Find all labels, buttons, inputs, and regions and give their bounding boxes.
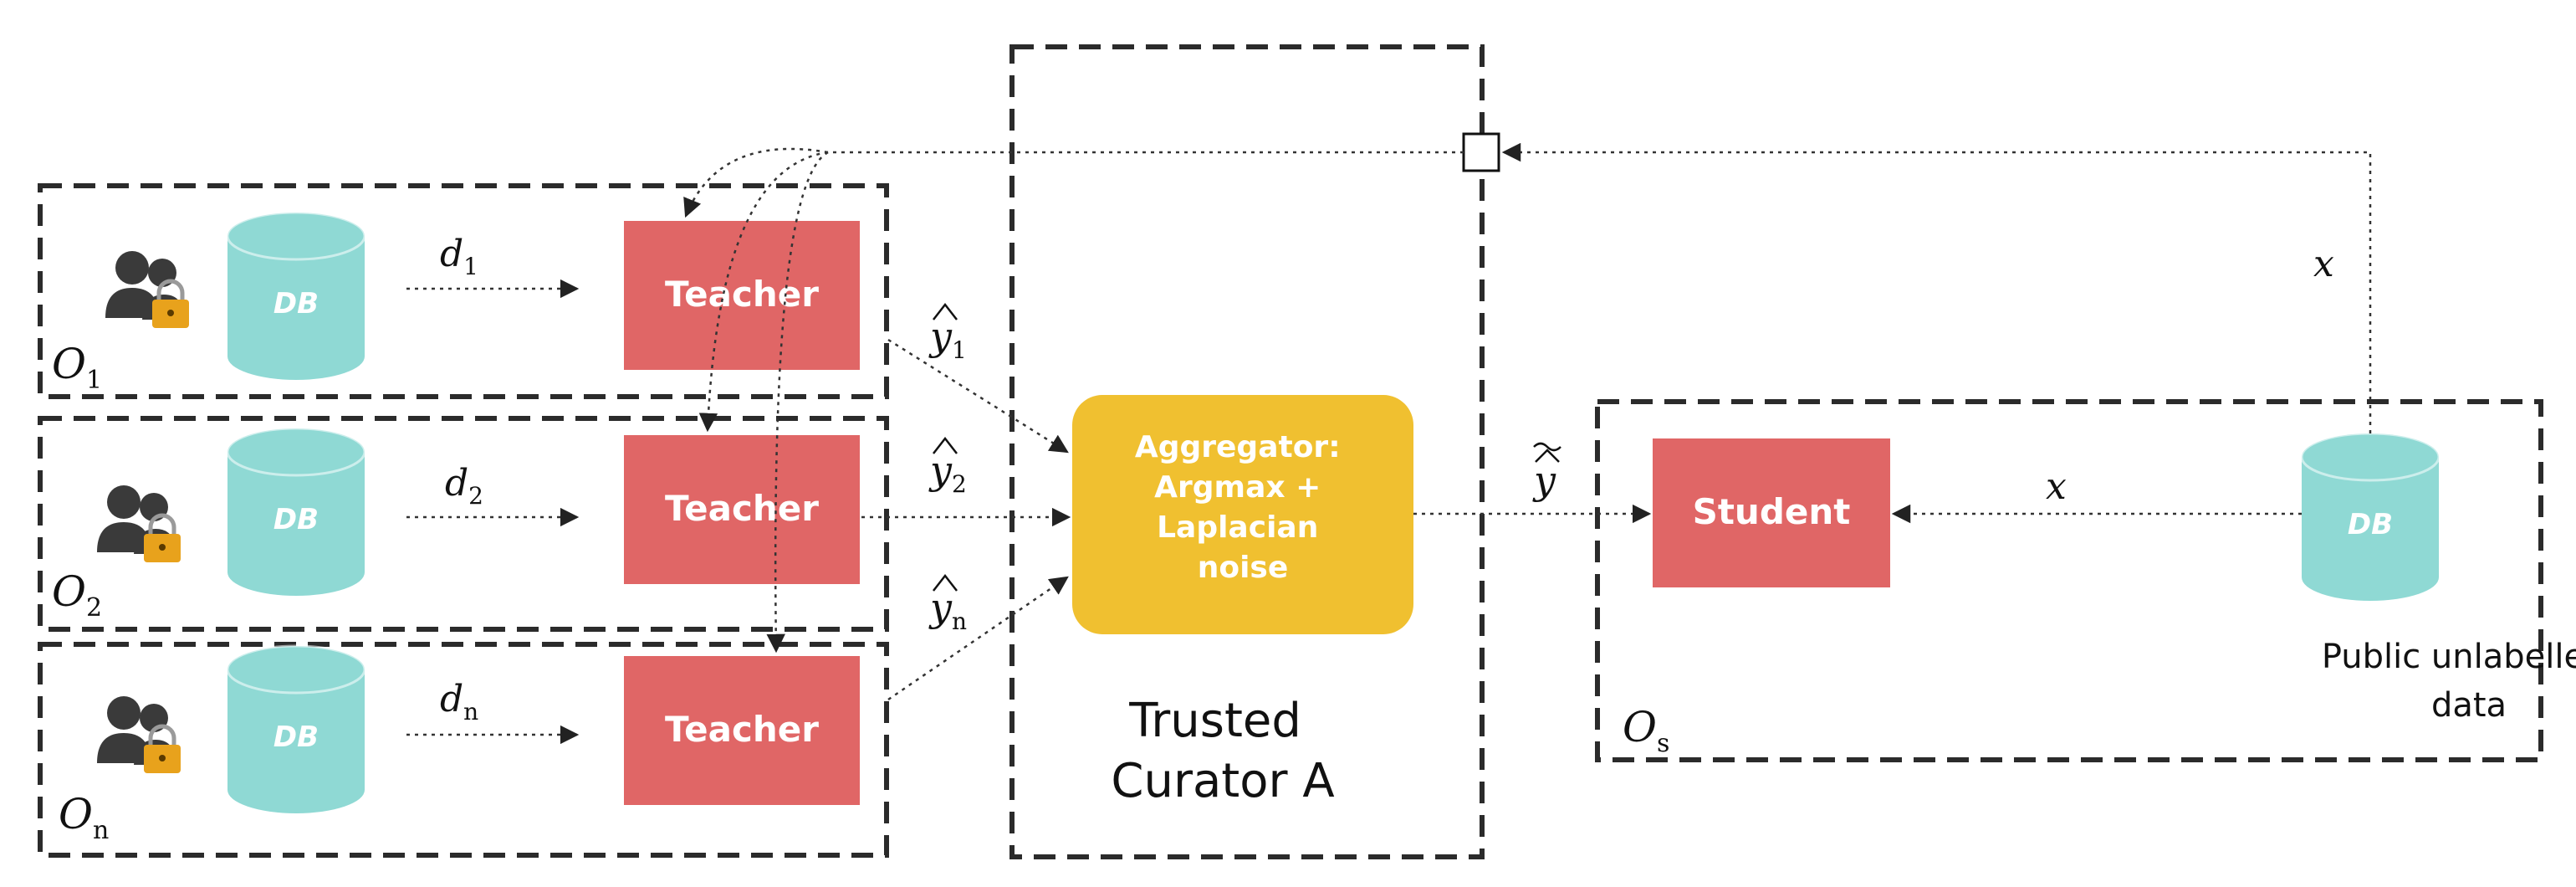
teacher-box [624,435,860,584]
users-lock-icon [97,485,181,562]
svg-text:y: y [1532,458,1556,503]
query-label: x [2046,465,2067,508]
teacher-label: Teacher [665,709,819,750]
owner-row-1: DB d1 Teacher O1 [52,211,860,395]
teacher-box [624,656,860,805]
data-label: dn [440,678,478,725]
junction-square [1462,132,1500,172]
student-box [1653,438,1890,587]
owner-row-n: DB dn Teacher On [59,644,860,845]
teacher-box [624,221,860,370]
svg-text:yn: yn [928,585,967,635]
prediction-label-1: y1 [928,302,967,364]
prediction-label-2: y2 [928,436,967,498]
owner-label: O2 [52,567,102,623]
owner-box-1 [38,183,889,399]
owner-label: On [59,790,109,845]
database-icon: DB [226,211,366,380]
owner-box-2 [38,416,889,632]
svg-text:y2: y2 [928,448,967,498]
users-lock-icon [105,251,189,328]
teacher-label: Teacher [665,274,819,315]
users-lock-icon [97,696,181,773]
feedback-branch-2 [698,151,829,433]
teacher-label: Teacher [665,488,819,529]
database-label: DB [273,503,319,536]
data-label: d2 [445,462,483,510]
noisy-label: y [1532,442,1561,503]
student-label: Student [1693,491,1851,532]
svg-text:y1: y1 [928,314,967,364]
database-label: DB [273,287,319,320]
owner-box-n [38,642,889,858]
student-owner-label: Os [1623,703,1669,758]
aggregator-box [1072,395,1413,634]
prediction-arrow-n [887,576,1069,701]
curator-box [1009,44,1485,859]
database-icon: DB [226,644,366,813]
student-owner-box [1595,399,2543,762]
database-label: DB [2348,508,2393,541]
feedback-label: x [2313,243,2334,285]
curator-title: Trusted Curator A [1111,694,1334,808]
owner-label: O1 [52,340,102,395]
prediction-label-n: yn [928,573,967,635]
prediction-arrow-1 [887,338,1069,454]
database-label: DB [273,720,319,754]
data-label: d1 [440,233,478,280]
database-icon: DB [226,427,366,596]
feedback-branch-1 [683,147,829,218]
feedback-path [1501,142,2372,433]
owner-row-2: DB d2 Teacher O2 [52,427,860,623]
feedback-branch-n [766,151,829,654]
aggregator-label: Aggregator: Argmax + Laplacian noise [1135,430,1351,585]
public-database-icon: DB [2300,432,2441,601]
